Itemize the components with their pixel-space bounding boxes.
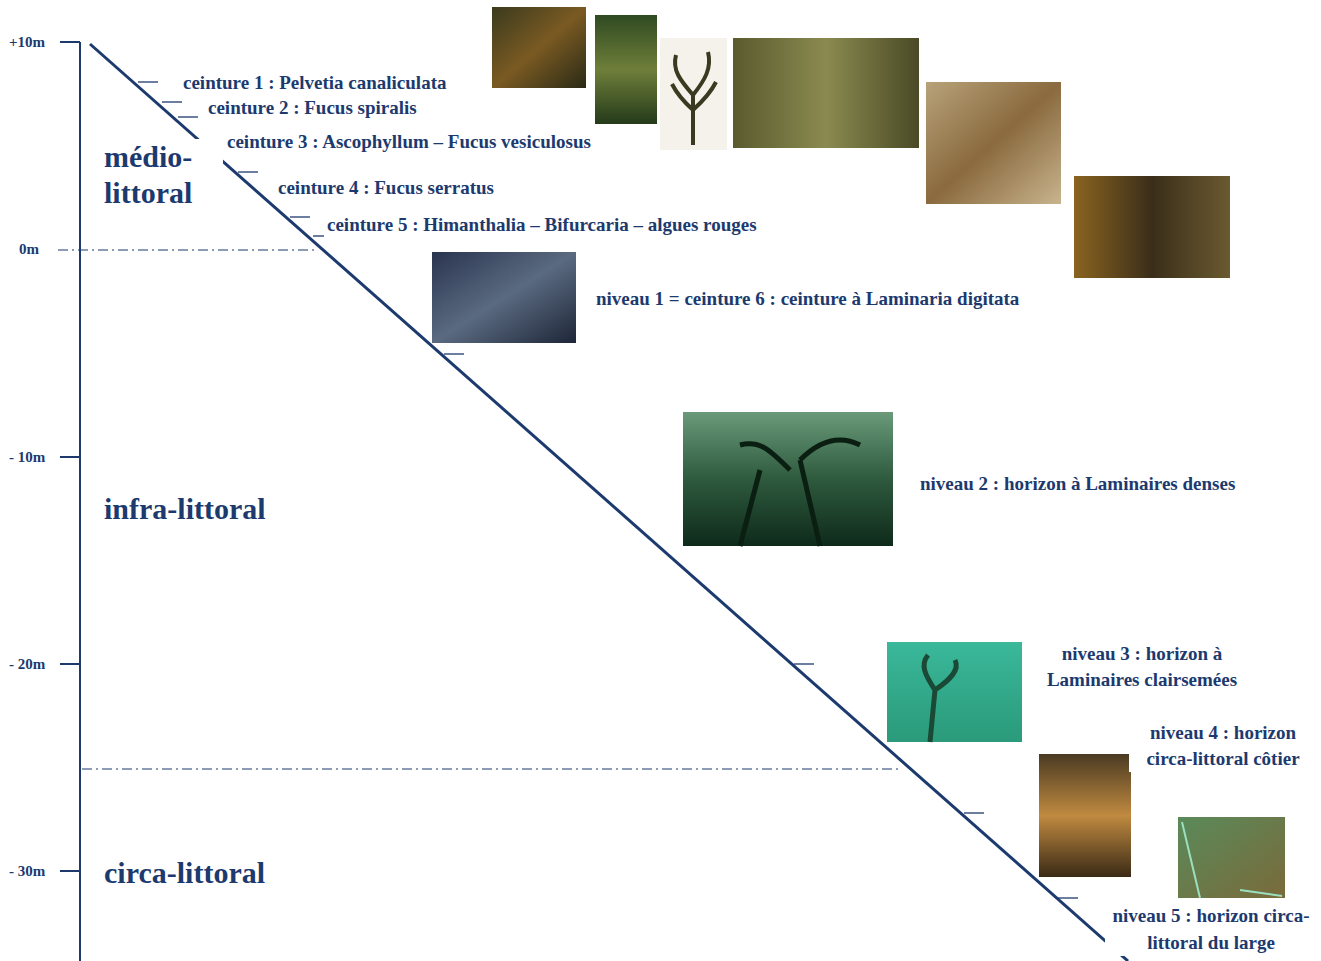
level-label: niveau 2 : horizon à Laminaires denses bbox=[919, 471, 1236, 496]
belt-label: ceinture 1 : Pelvetia canaliculata bbox=[182, 70, 447, 95]
depth-axis bbox=[60, 42, 80, 961]
depth-label: - 20m bbox=[8, 654, 46, 674]
zone-label: circa-littoral bbox=[103, 853, 266, 892]
depth-label: - 30m bbox=[8, 861, 46, 881]
depth-label: +10m bbox=[8, 32, 46, 52]
depth-label: - 10m bbox=[8, 447, 46, 467]
belt-label: ceinture 4 : Fucus serratus bbox=[277, 175, 495, 200]
depth-label: 0m bbox=[18, 239, 40, 259]
level-label: niveau 5 : horizon circa-littoral du lar… bbox=[1105, 902, 1317, 956]
belt-label: ceinture 5 : Himanthalia – Bifurcaria – … bbox=[326, 212, 758, 237]
belt-label: ceinture 2 : Fucus spiralis bbox=[207, 95, 418, 120]
level-label: niveau 1 = ceinture 6 : ceinture à Lamin… bbox=[595, 286, 1020, 311]
zone-label: médio- littoral bbox=[103, 139, 223, 211]
shore-slope bbox=[90, 44, 1128, 961]
zone-label: infra-littoral bbox=[103, 489, 267, 528]
belt-label: ceinture 3 : Ascophyllum – Fucus vesicul… bbox=[226, 129, 592, 154]
level-label: niveau 3 : horizon à Laminaires clairsem… bbox=[1026, 641, 1258, 693]
level-label: niveau 4 : horizon circa-littoral côtier bbox=[1129, 720, 1317, 772]
zone-boundary bbox=[58, 250, 902, 769]
